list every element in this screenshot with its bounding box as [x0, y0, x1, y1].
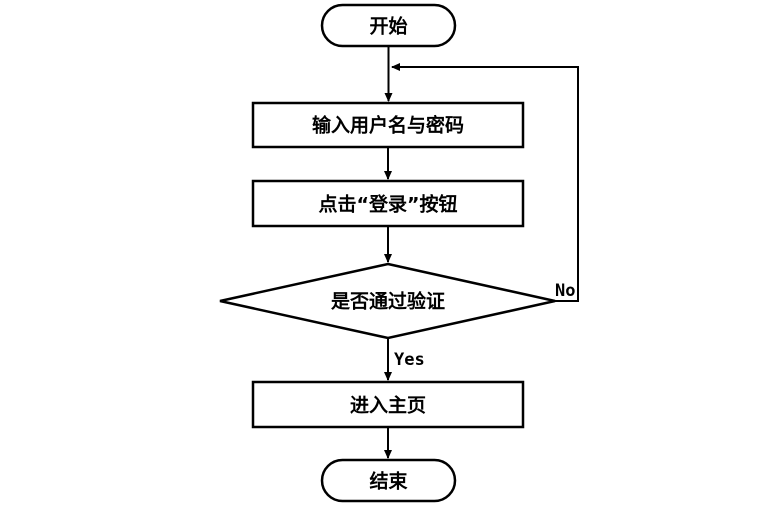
start-label: 开始: [369, 15, 407, 38]
input-credentials-label: 输入用户名与密码: [312, 114, 464, 137]
click-login-label: 点击“登录”按钮: [319, 193, 458, 216]
no-loop-path: [391, 63, 579, 302]
end-label: 结束: [369, 470, 408, 493]
yes-label: Yes: [394, 350, 425, 370]
end-terminal: [320, 458, 457, 503]
no-label: No: [555, 281, 575, 301]
enter-home-label: 进入主页: [350, 395, 426, 417]
input-credentials-box: [251, 101, 525, 149]
verify-decision-label: 是否通过验证: [331, 290, 445, 313]
